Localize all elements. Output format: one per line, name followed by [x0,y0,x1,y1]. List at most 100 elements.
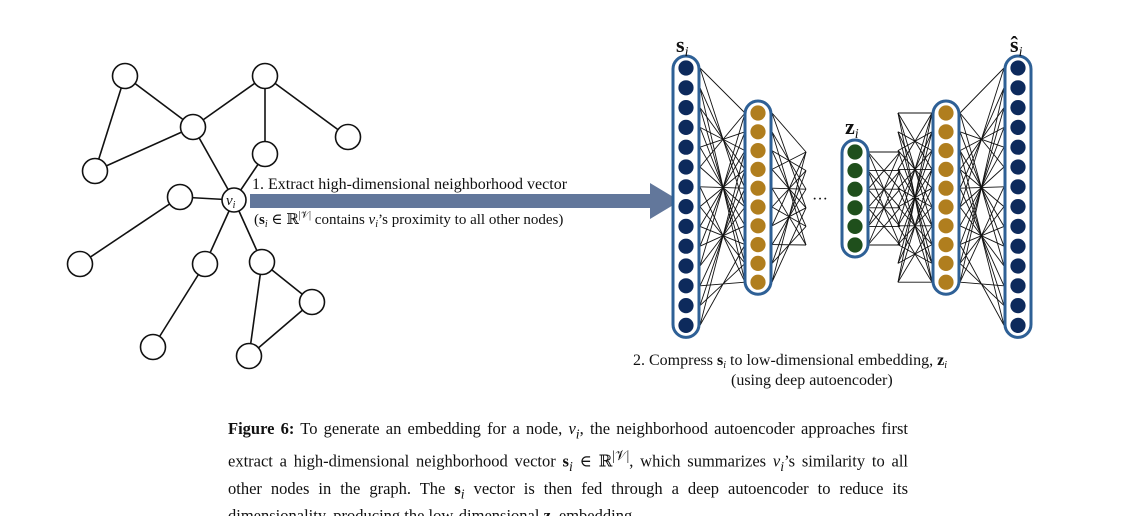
caption-z: z [543,506,551,516]
output-layer-neuron [1010,199,1026,215]
nn-connection [959,112,1005,168]
code-layer-label: zi [845,114,859,142]
nn-connection [897,169,933,283]
input-layer-neuron [678,179,694,195]
extraction-arrow [250,183,680,219]
s1-v: v [369,212,376,228]
caption-t6: vector is then fed through a deep autoen… [228,479,908,516]
hidden-layer-1-neuron [750,237,766,253]
nn-connection [867,151,901,227]
output-layer-neuron [1010,80,1026,96]
caption-t4: , which summarizes [629,451,773,471]
nn-connection [771,151,807,170]
nn-connection [897,225,933,283]
center-node-sub: i [233,200,236,211]
hidden-layer-2-neuron [938,274,954,290]
graph-node [334,123,362,151]
nn-connection [867,151,901,190]
input-layer-neuron [678,199,694,215]
hidden-layer-2-neuron [938,237,954,253]
nn-connection [699,166,746,208]
step2-label: 2. Compress s i to low-dimensional embedd… [633,352,947,371]
step1-label: 1. Extract high-dimensional neighborhood… [252,176,568,193]
output-i: i [1019,45,1023,60]
nn-connection [867,207,901,246]
graph-node [139,333,167,361]
graph-edge [94,75,126,172]
hidden-layer-1-neuron [750,124,766,140]
code-z: z [845,114,855,139]
input-layer-label: si [676,32,689,60]
graph-edge [152,263,206,348]
hidden-layer-1-neuron [750,274,766,290]
caption-vi: i [575,426,580,442]
nn-connection [897,112,933,283]
s2-zi: i [944,360,947,371]
caption-s2i: i [460,486,465,502]
nn-connection [699,127,746,151]
caption-V: |𝒱| [612,448,630,464]
graph-node [251,62,279,90]
input-layer-neuron [678,317,694,333]
hidden-layer-2-neuron [938,180,954,196]
center-node [221,187,247,213]
graph-edge [248,301,313,357]
hidden-layer-1-neuron [750,105,766,121]
hidden-layer-1-neuron [750,218,766,234]
caption-v: v [568,419,576,438]
graph-node [179,113,207,141]
ellipsis-right: ··· [910,191,926,208]
input-layer-frame [671,54,701,339]
graph-node [191,250,219,278]
caption-t1: To generate an embedding for a node, [294,419,569,438]
input-layer-neuron [678,80,694,96]
caption-v2i: i [780,459,785,475]
input-i: i [685,45,689,60]
code-layer-neuron [847,144,863,160]
graph-node [235,342,263,370]
s2-a: 2. Compress [633,352,717,369]
output-layer-frame [1003,54,1033,339]
graph-edge [124,75,194,128]
output-layer-neuron [1010,298,1026,314]
s2-b: to low-dimensional embedding, [726,352,937,369]
s1-contains: contains [311,212,369,228]
nn-connection [959,225,1005,247]
s1-open: ( [254,212,259,228]
caption-s: s [562,451,569,471]
step1-sublabel: (si ∈ ℝ|𝒱| contains vi’s proximity to al… [254,210,563,230]
nn-connection [771,151,807,283]
input-s: s [676,32,685,57]
caption-v2: v [772,451,781,471]
output-layer-neuron [1010,218,1026,234]
input-layer-neuron [678,298,694,314]
code-layer-neuron [847,181,863,197]
output-layer-neuron [1010,159,1026,175]
s1-V: |𝒱| [299,210,311,221]
nn-connection [699,244,746,326]
code-layer-neuron [847,200,863,216]
output-layer-neuron [1010,139,1026,155]
hidden-layer-2-neuron [938,143,954,159]
nn-connection [959,263,1005,306]
autoencoder-figure: vi 1. Extract high-dimensional neighborh… [66,32,1033,389]
graph-nodes [66,62,362,370]
output-layer-neuron [1010,119,1026,135]
center-node-label: vi [226,193,236,211]
graph-edge [264,75,349,138]
graph-node [248,248,276,276]
hidden-layer-2-neuron [938,161,954,177]
graph-node [81,157,109,185]
output-layer-neuron [1010,258,1026,274]
hidden-layer-2-neuron [938,218,954,234]
center-node-v: v [226,193,233,209]
network-layers [671,54,1033,339]
nn-connection [699,67,746,114]
input-layer-neuron [678,238,694,254]
output-layer-neuron [1010,60,1026,76]
caption-zi: i [551,514,555,516]
nn-connection [959,67,1005,114]
graph-node [166,183,194,211]
s2-s: s [717,352,723,369]
